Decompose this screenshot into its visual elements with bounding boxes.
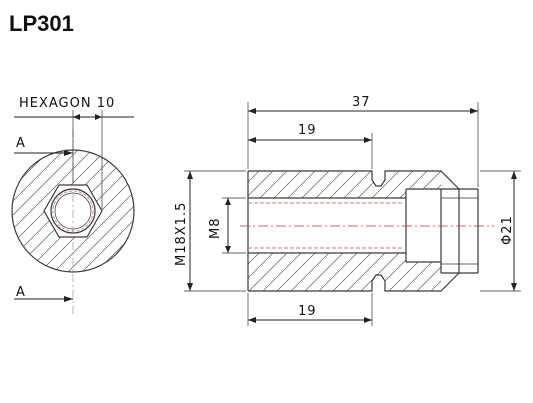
dim-dia-arrow-bottom (511, 283, 517, 291)
hatch-line (313, 171, 347, 198)
hatch-line (11, 149, 109, 273)
hatch-line (470, 250, 514, 294)
hatch-line (11, 149, 53, 273)
hatch-line (439, 171, 441, 198)
hatch-line (343, 253, 389, 291)
drawing-title: LP301 (9, 11, 74, 36)
hatch-line (442, 250, 486, 294)
hatch-line (65, 149, 135, 273)
section-arrowhead-top (64, 150, 73, 156)
dim-37-arrow-left (248, 108, 256, 114)
hatch-line (23, 149, 135, 273)
hatch-line (383, 171, 417, 198)
hatch-line (357, 253, 403, 291)
dim-upper-length: 19 (298, 123, 317, 138)
hatch-line (498, 250, 533, 294)
hatch-line (301, 253, 347, 291)
hatch-line (329, 253, 375, 291)
hatch-line (11, 149, 39, 273)
dim-inner-thread: M8 (208, 218, 223, 240)
hatch-line (273, 253, 319, 291)
dim-19-lower-arrow-right (364, 317, 372, 323)
hatch-line (427, 253, 441, 291)
dim-outer-arrow-top (187, 171, 193, 179)
dim-outer-thread: M18X1.5 (174, 202, 189, 266)
hatch-line (259, 253, 305, 291)
hatch-line (37, 149, 135, 273)
dim-dia-arrow-top (511, 171, 517, 179)
hatch-line (0, 148, 10, 274)
section-label-top: A (16, 136, 26, 151)
hatch-line (93, 149, 135, 273)
hatch-line (482, 168, 514, 200)
dim-19-lower-arrow-left (248, 317, 256, 323)
dim-diameter: Φ21 (500, 215, 515, 245)
body-outline-bottom (248, 272, 460, 292)
dim-inner-arrow-bottom (225, 246, 231, 253)
section-arrowhead-bottom (64, 296, 73, 302)
hatch-line (315, 253, 361, 291)
dim-overall-length: 37 (352, 95, 371, 110)
hatch-line (248, 253, 263, 291)
hatch-line (248, 171, 249, 198)
hatch-line (107, 149, 135, 273)
hatch-line (11, 149, 67, 273)
hatch-line (248, 253, 249, 291)
hatch-line (257, 171, 291, 198)
dim-outer-arrow-bottom (187, 283, 193, 291)
hatch-line (248, 253, 277, 291)
side-view-hatching-upper (248, 168, 514, 200)
front-view: A A HEXAGON 10 (0, 96, 262, 315)
hatch-line (248, 171, 277, 198)
hexagon-arrowhead-right (95, 114, 102, 120)
hatch-line (299, 171, 333, 198)
hatch-line (413, 253, 441, 291)
dim-inner-arrow-top (225, 198, 231, 205)
section-label-bottom: A (16, 285, 26, 300)
hatch-line (327, 171, 361, 198)
hexagon-arrowhead-left (73, 114, 80, 120)
hatch-line (285, 171, 319, 198)
dim-37-arrow-right (470, 108, 478, 114)
side-view-hatching-lower (248, 250, 533, 294)
hatch-line (411, 171, 441, 198)
hatch-line (79, 149, 135, 273)
hatch-line (385, 253, 431, 291)
side-view: 37 19 19 M18X1.5 M8 Φ21 (174, 95, 533, 326)
dim-19-upper-arrow-left (248, 137, 256, 143)
hatch-line (468, 168, 500, 200)
hexagon-label: HEXAGON 10 (19, 96, 115, 111)
hatch-line (397, 171, 431, 198)
hatch-line (341, 171, 375, 198)
hatch-line (287, 253, 333, 291)
hatch-line (484, 250, 528, 294)
hatch-line (371, 253, 417, 291)
hatch-line (248, 171, 263, 198)
hatch-line (136, 148, 262, 274)
hatch-line (271, 171, 305, 198)
dim-lower-length: 19 (298, 304, 317, 319)
hatch-line (11, 149, 81, 273)
body-outline-top (248, 170, 460, 190)
hex-pocket-outline (441, 188, 478, 274)
hatch-line (248, 253, 291, 291)
dim-19-upper-arrow-right (364, 137, 372, 143)
hexagon-outline (43, 184, 103, 238)
hatch-line (369, 171, 403, 198)
